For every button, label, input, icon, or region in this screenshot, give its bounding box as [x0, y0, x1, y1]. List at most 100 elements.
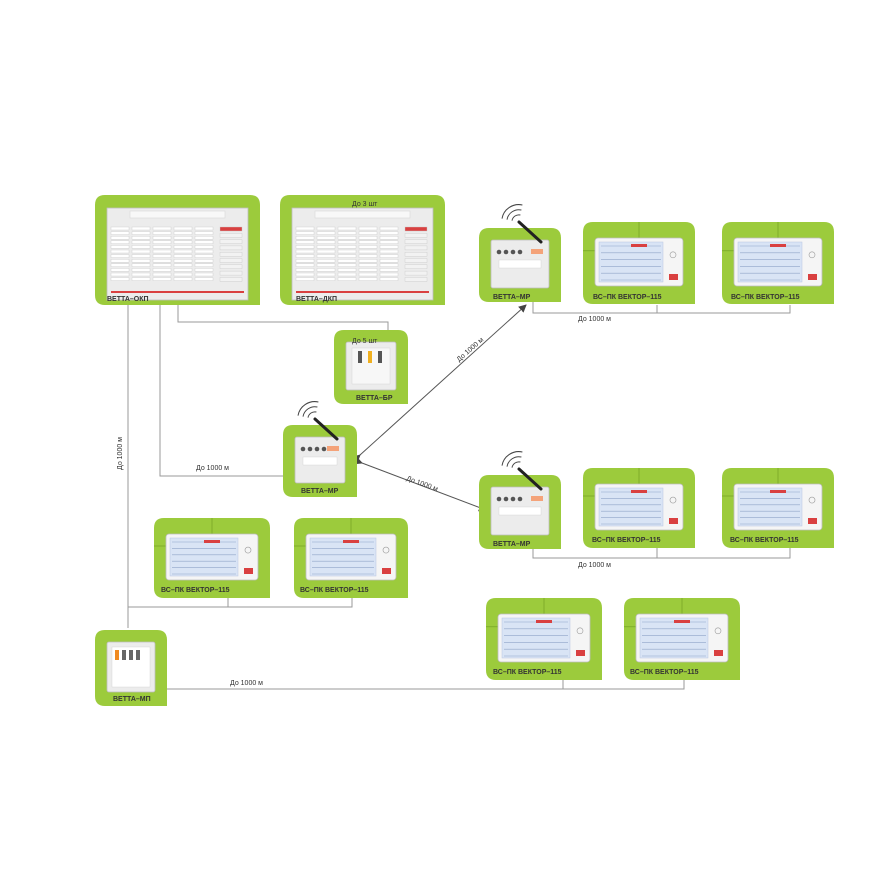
device-dkp	[280, 195, 445, 305]
device-vector-mid-1	[583, 468, 695, 548]
indicator-cell	[110, 249, 130, 254]
indicator-cell	[337, 254, 357, 258]
indicator-cell	[358, 226, 378, 231]
control-button	[404, 239, 428, 244]
indicator-cell	[152, 263, 172, 267]
indicator-cell	[337, 240, 357, 245]
status-window	[531, 249, 543, 254]
indicator-cell	[131, 259, 151, 263]
line-vector-bottom-link	[562, 680, 685, 690]
radio-wave-arc	[501, 204, 523, 219]
control-button	[404, 258, 428, 263]
status-window	[531, 496, 543, 501]
led-indicator	[496, 249, 502, 255]
indicator-cell	[152, 249, 172, 254]
indicator-cell	[379, 272, 399, 277]
indicator-cell	[110, 245, 130, 249]
control-button	[219, 277, 243, 282]
red-stripe	[111, 291, 244, 293]
indicator-cell	[131, 263, 151, 267]
radio-arrow-mid	[354, 456, 487, 512]
indicator-cell	[173, 259, 193, 263]
device-vector-left-2	[294, 518, 408, 598]
indicator-cell	[194, 268, 214, 272]
indicator-cell	[152, 240, 172, 245]
indicator-cell	[194, 254, 214, 258]
label-vector-top-2: ВС–ПК ВЕКТОР–115	[731, 294, 800, 301]
radio-wave-arc	[297, 401, 319, 416]
indicator-cell	[194, 259, 214, 263]
antenna-icon	[313, 417, 339, 441]
vector-red-tag	[631, 490, 647, 493]
radio-wave-arc	[302, 406, 318, 417]
indicator-cell	[316, 235, 336, 240]
radio-arrow-top	[352, 304, 527, 463]
distance-top-radio: До 1000 м	[456, 336, 486, 363]
indicator-cell	[358, 268, 378, 272]
vector-screen	[598, 487, 664, 527]
radio-wave-arc	[501, 451, 523, 466]
indicator-cell	[316, 272, 336, 277]
vector-speaker-icon	[669, 251, 677, 259]
indicator-cell	[173, 268, 193, 272]
indicator-cell	[152, 277, 172, 281]
relay-indicator	[368, 351, 372, 363]
relay-indicator	[358, 351, 362, 363]
indicator-cell	[337, 226, 357, 231]
indicator-cell	[194, 272, 214, 277]
vector-red-tag	[204, 540, 220, 543]
indicator-cell	[173, 272, 193, 277]
vector-red-button	[382, 568, 391, 574]
indicator-cell	[316, 268, 336, 272]
indicator-cell	[379, 235, 399, 240]
indicator-cell	[379, 249, 399, 254]
indicator-cell	[337, 235, 357, 240]
led-indicator	[314, 446, 320, 452]
radio-waves-icon	[501, 204, 523, 221]
indicator-cell	[379, 240, 399, 245]
indicator-cell	[358, 249, 378, 254]
indicator-cell	[110, 259, 130, 263]
vector-screen	[598, 241, 664, 283]
indicator-cell	[152, 231, 172, 235]
note-br: До 5 шт	[352, 338, 378, 345]
indicator-cell	[379, 263, 399, 267]
vector-screen	[737, 241, 803, 283]
indicator-cell	[194, 245, 214, 249]
indicator-cell	[295, 254, 315, 258]
indicator-cell	[173, 235, 193, 240]
indicator-cell	[173, 226, 193, 231]
control-button	[404, 270, 428, 276]
radio-waves-icon	[501, 451, 523, 468]
note-dkp: До 3 шт	[352, 201, 378, 208]
vector-screen	[501, 617, 571, 659]
vector-red-tag	[631, 244, 647, 247]
indicator-cell	[173, 263, 193, 267]
control-button	[219, 251, 243, 257]
indicator-cell	[337, 277, 357, 281]
red-stripe	[296, 291, 429, 293]
indicator-cell	[194, 263, 214, 267]
indicator-cell	[194, 249, 214, 254]
antenna-icon	[517, 220, 543, 244]
line-vector-left-link	[227, 598, 353, 608]
label-vector-mid-1: ВС–ПК ВЕКТОР–115	[592, 537, 661, 544]
indicator-cell	[295, 235, 315, 240]
control-button	[404, 245, 428, 251]
indicator-cell	[295, 226, 315, 231]
indicator-cell	[194, 226, 214, 231]
radio-waves-icon	[297, 401, 319, 418]
panel-top-slot	[129, 210, 226, 219]
indicator-cell	[316, 277, 336, 281]
indicator-cell	[131, 268, 151, 272]
vector-speaker-icon	[808, 496, 816, 504]
label-mr-top: ВЕТТА–МР	[493, 294, 531, 301]
control-button	[219, 258, 243, 263]
vector-red-button	[576, 650, 585, 656]
control-button	[219, 264, 243, 269]
indicator-cell	[173, 245, 193, 249]
vector-red-tag	[770, 244, 786, 247]
indicator-cell	[194, 231, 214, 235]
led-indicator	[517, 496, 523, 502]
